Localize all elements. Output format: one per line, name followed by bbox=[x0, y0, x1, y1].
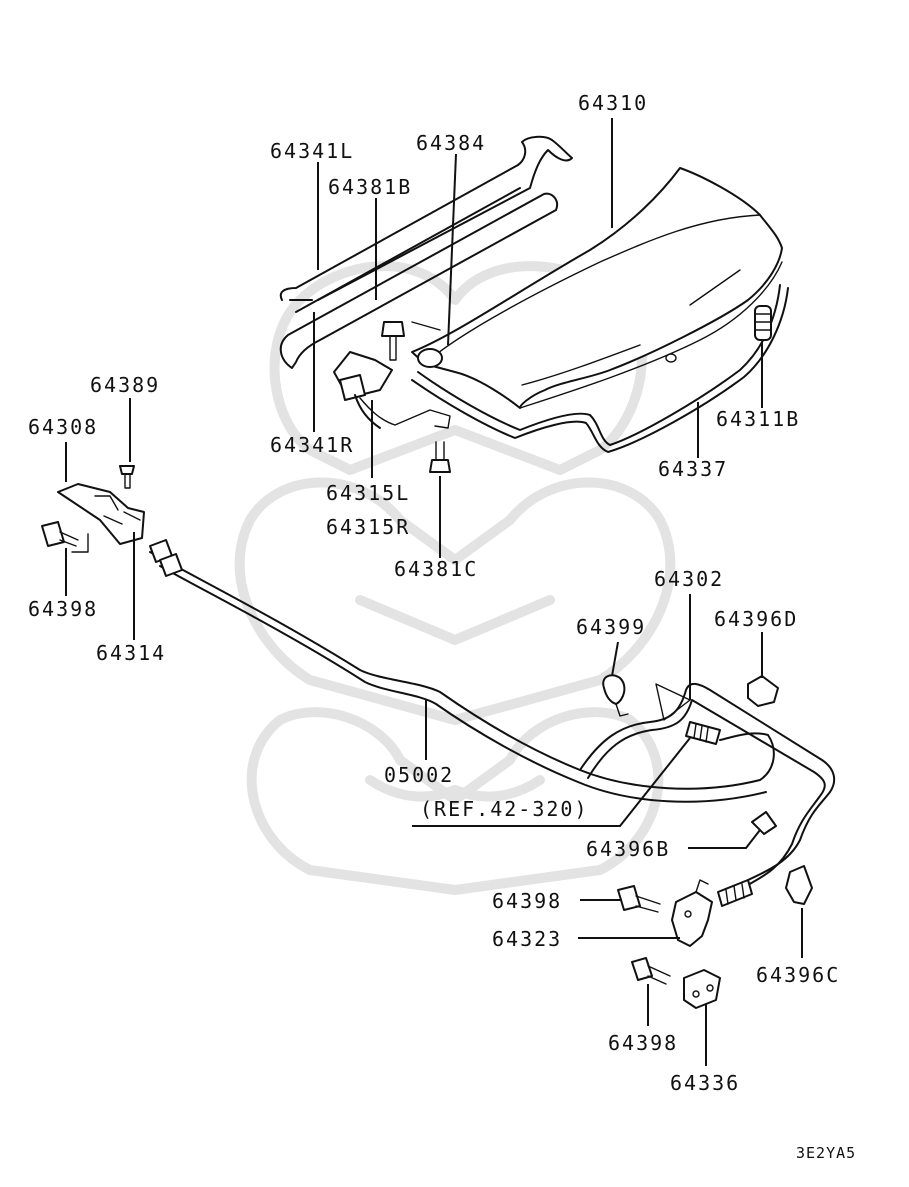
bolt-64381b-part bbox=[381, 321, 405, 361]
label-64323: 64323 bbox=[492, 927, 562, 951]
label-64398-left: 64398 bbox=[28, 597, 98, 621]
label-64396b: 64396B bbox=[586, 837, 670, 861]
label-64314: 64314 bbox=[96, 641, 166, 665]
bolt-64398-lower-part bbox=[631, 957, 671, 985]
label-64302: 64302 bbox=[654, 567, 724, 591]
lock-release-lever-part bbox=[57, 483, 145, 553]
leader-lines bbox=[65, 118, 803, 1066]
label-64381b: 64381B bbox=[328, 175, 412, 199]
label-64337: 64337 bbox=[658, 457, 728, 481]
trunk-lid-part bbox=[411, 167, 783, 409]
label-05002: 05002 bbox=[384, 763, 454, 787]
label-ref-42-320: (REF.42-320) bbox=[420, 797, 589, 821]
striker-part bbox=[683, 969, 721, 1009]
label-64308: 64308 bbox=[28, 415, 98, 439]
label-64341l: 64341L bbox=[270, 139, 354, 163]
grommet-part bbox=[417, 348, 443, 368]
clip-64399-part bbox=[602, 674, 629, 717]
torsion-bars-part bbox=[279, 135, 573, 369]
bolt-64398-left-part bbox=[41, 521, 79, 547]
label-64315l: 64315L bbox=[326, 481, 410, 505]
label-64310: 64310 bbox=[578, 91, 648, 115]
label-64311b: 64311B bbox=[716, 407, 800, 431]
label-64341r: 64341R bbox=[270, 433, 354, 457]
label-64396d: 64396D bbox=[714, 607, 798, 631]
latch-part bbox=[671, 879, 713, 947]
label-64315r: 64315R bbox=[326, 515, 410, 539]
screw-64389-part bbox=[119, 465, 135, 489]
label-64399: 64399 bbox=[576, 615, 646, 639]
clip-64396d-part bbox=[747, 675, 779, 707]
cable-tag-part bbox=[655, 683, 691, 721]
label-64398-lower: 64398 bbox=[608, 1031, 678, 1055]
bolt-64381c-part bbox=[429, 441, 451, 473]
label-64398-mid: 64398 bbox=[492, 889, 562, 913]
bolt-64398-mid-part bbox=[617, 885, 661, 913]
clip-64396b-part bbox=[751, 811, 777, 835]
part-labels: 64310 64341L 64384 64381B 64389 64308 64… bbox=[28, 91, 856, 1162]
label-64384: 64384 bbox=[416, 131, 486, 155]
weatherstrip-part bbox=[411, 284, 789, 453]
release-cable-part bbox=[149, 539, 836, 907]
label-64381c: 64381C bbox=[394, 557, 478, 581]
hinge-part bbox=[333, 351, 451, 429]
label-64396c: 64396C bbox=[756, 963, 840, 987]
label-64389: 64389 bbox=[90, 373, 160, 397]
bumper-rubber-part bbox=[754, 305, 772, 341]
diagram-code: 3E2YA5 bbox=[796, 1144, 856, 1162]
clip-64396c-part bbox=[785, 865, 813, 905]
label-64336: 64336 bbox=[670, 1071, 740, 1095]
